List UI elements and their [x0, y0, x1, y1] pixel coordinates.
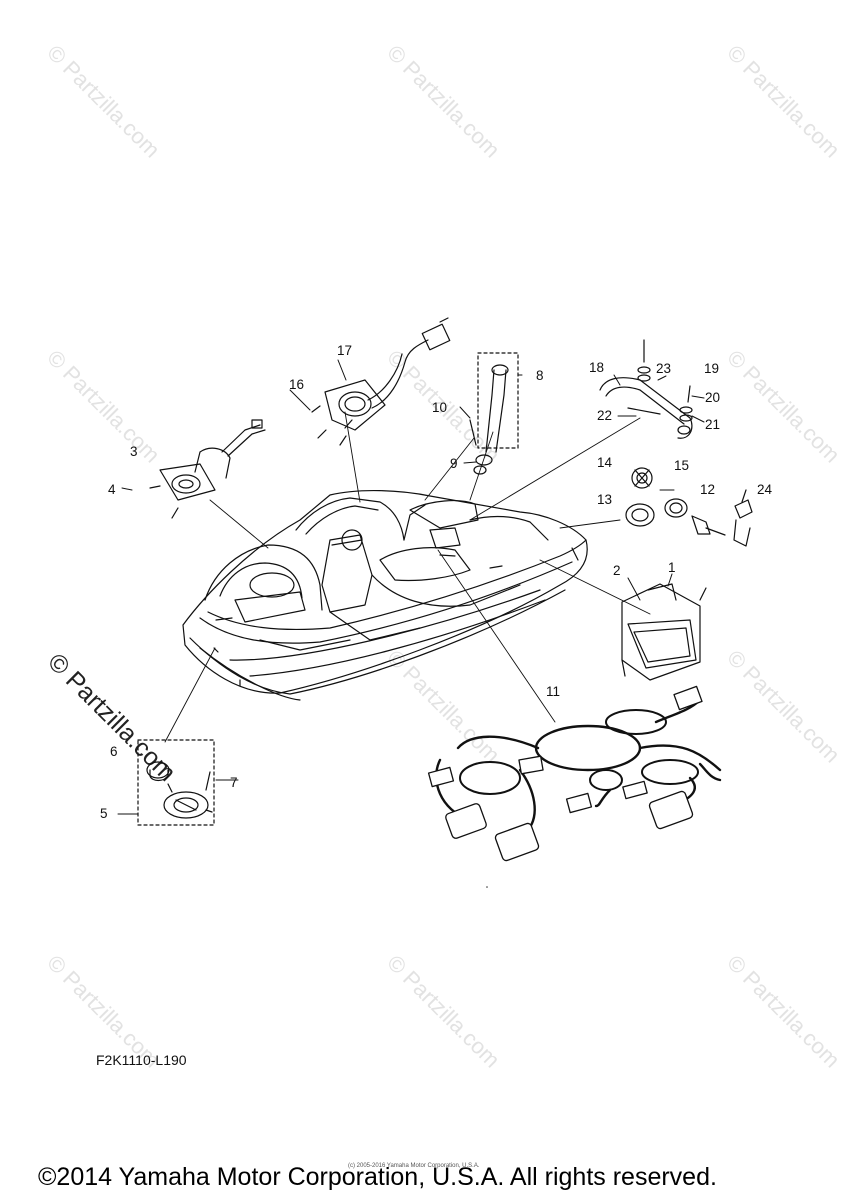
part-18-handle: [599, 339, 693, 439]
callout-5: 5: [100, 806, 108, 821]
callout-12: 12: [700, 482, 715, 497]
callout-2: 2: [613, 563, 621, 578]
callout-17: 17: [337, 343, 352, 358]
callout-23: 23: [656, 361, 671, 376]
callout-24: 24: [757, 482, 773, 497]
part-11-wire-harness: [435, 698, 722, 832]
boat-hull-drawing: [182, 489, 588, 701]
part-3-assembly: [149, 419, 266, 519]
part-5-drain-plug: [137, 739, 215, 826]
callout-19: 19: [704, 361, 719, 376]
callout-4: 4: [108, 482, 116, 497]
callout-15: 15: [674, 458, 689, 473]
callout-9: 9: [450, 456, 458, 471]
part-1-tray: [621, 583, 707, 681]
harness-connectors: [427, 685, 703, 862]
leader-lines: [164, 411, 651, 743]
callout-18: 18: [589, 360, 604, 375]
part-8-filler: [469, 352, 519, 475]
callout-10: 10: [432, 400, 447, 415]
callout-labels: 1 2 3 4 5 6 7 8 9 10 11 12 13 14 15 16 1…: [100, 343, 773, 821]
callout-13: 13: [597, 492, 612, 507]
callout-22: 22: [597, 408, 612, 423]
callout-6: 6: [110, 744, 118, 759]
callout-21: 21: [705, 417, 720, 432]
callout-16: 16: [289, 377, 304, 392]
part-17-flange: [311, 317, 451, 446]
diagram-code: F2K1110-L190: [96, 1052, 187, 1068]
callout-14: 14: [597, 455, 613, 470]
callout-8: 8: [536, 368, 544, 383]
callout-7: 7: [230, 775, 238, 790]
part-24-sensor: [733, 489, 753, 547]
callout-20: 20: [705, 390, 720, 405]
callout-11: 11: [546, 684, 560, 699]
part-14-gauge: [625, 467, 726, 536]
callout-3: 3: [130, 444, 138, 459]
copyright-notice: ©2014 Yamaha Motor Corporation, U.S.A. A…: [38, 1163, 717, 1191]
fine-print: (c) 2005-2016 Yamaha Motor Corporation, …: [348, 1163, 480, 1169]
callout-1: 1: [668, 560, 676, 575]
callout-ticks: [117, 359, 705, 815]
